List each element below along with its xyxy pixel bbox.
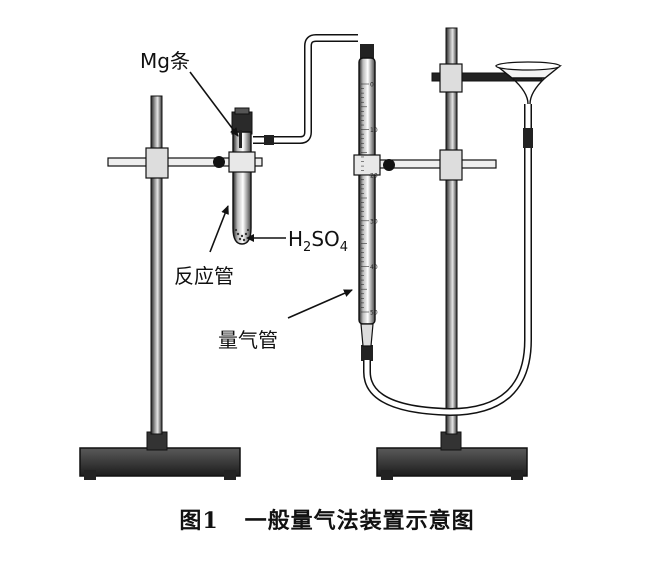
right-stand	[355, 27, 543, 480]
reaction-tube-cap	[234, 107, 250, 115]
label-reaction-tube: 反应管	[174, 205, 234, 288]
burette-scale-label: 20	[370, 173, 378, 180]
funnel-neck	[511, 77, 529, 105]
left-stand-base	[79, 447, 241, 477]
tubing-joint	[523, 128, 533, 148]
right-stand-base	[376, 447, 528, 477]
left-stand-base-foot	[84, 470, 96, 480]
left-stand-base-foot	[224, 470, 236, 480]
figure-title: 一般量气法装置示意图	[244, 508, 475, 534]
acid-liquid	[234, 228, 250, 242]
reaction-tube-glass	[232, 131, 252, 245]
left-stand-base-collar	[146, 431, 168, 451]
burette-scale: 0 10 20 30 40 50	[361, 82, 378, 317]
rubber-tubing-inner	[364, 104, 531, 415]
burette-scale-label: 10	[370, 127, 378, 134]
left-clamp-screw	[213, 156, 225, 168]
burette-scale-label: 40	[370, 264, 378, 271]
right-top-clamp-boss	[439, 63, 463, 93]
left-stand	[79, 95, 263, 480]
acid-arrow-head	[246, 234, 254, 242]
reaction-tube	[228, 107, 256, 245]
label-gas-burette-text: 量气管	[218, 328, 278, 352]
mg-strip-arrow	[189, 71, 239, 137]
burette-top-connector	[360, 44, 374, 60]
burette-scale-label: 0	[370, 82, 374, 89]
gas-delivery-tube-inner	[253, 35, 358, 143]
gas-burette: 0 10 20 30 40 50	[353, 44, 381, 361]
left-clamp-arm	[107, 157, 263, 167]
leveling-funnel	[495, 61, 562, 105]
right-stand-rod	[445, 27, 458, 435]
left-clamp-boss	[145, 147, 169, 179]
burette-tip	[360, 323, 374, 347]
right-stand-base-collar	[440, 431, 462, 451]
label-acid-text: H2SO4	[288, 227, 348, 255]
figure-caption: 图1 一般量气法装置示意图	[0, 503, 654, 535]
left-stand-rod	[150, 95, 163, 435]
delivery-tube-joint	[264, 135, 274, 145]
funnel-rim	[495, 61, 561, 71]
gas-burette-arrow	[287, 289, 353, 319]
right-stand-base-foot	[381, 470, 393, 480]
burette-bottom-connector	[361, 345, 373, 361]
mg-strip	[239, 130, 242, 148]
figure-number: 图1	[179, 508, 219, 534]
reaction-tube-arrow	[209, 205, 229, 253]
label-mg-strip: Mg条	[140, 49, 239, 137]
right-clamp-screw	[383, 159, 395, 171]
right-stand-base-foot	[511, 470, 523, 480]
label-gas-burette: 量气管	[218, 289, 353, 352]
funnel-neck	[529, 77, 546, 105]
reaction-tube-clamp-ring	[228, 151, 256, 173]
burette-scale-label: 50	[370, 310, 378, 317]
burette-scale-label: 30	[370, 218, 378, 225]
label-acid: H2SO4	[246, 227, 348, 255]
label-mg-strip-text: Mg条	[140, 49, 190, 73]
label-reaction-tube-text: 反应管	[174, 264, 234, 288]
right-mid-clamp-boss	[439, 149, 463, 181]
